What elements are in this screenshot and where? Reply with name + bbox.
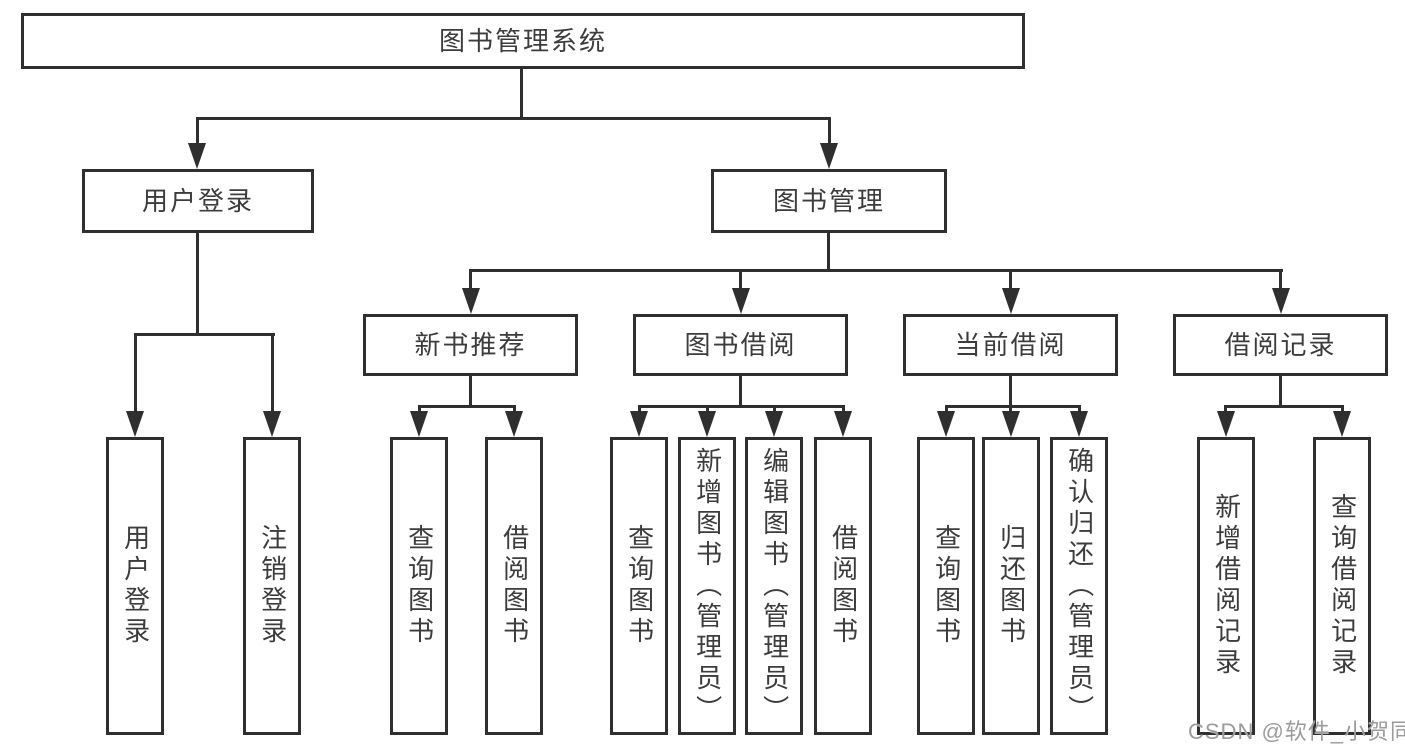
connector-line [1009,269,1012,291]
node-book-management: 图书管理 [711,169,947,233]
arrow-down-icon [732,288,750,314]
node-leaf-br-add-record: 新增借阅记录 [1197,437,1255,735]
node-user-login-label: 用户登录 [141,186,254,216]
connector-line [739,269,742,291]
connector-line [638,405,845,408]
connector-line [1224,405,1344,408]
connector-line [196,233,199,335]
node-leaf-bb-query-books: 查询图书 [610,437,668,735]
connector-line [828,117,831,145]
arrow-down-icon [698,411,716,437]
arrow-down-icon [263,411,281,437]
node-book-management-label: 图书管理 [772,186,885,216]
connector-line [842,405,845,414]
connector-line [520,69,523,118]
node-current-borrow: 当前借阅 [903,314,1118,376]
node-book-borrow-label: 图书借阅 [684,330,797,360]
arrow-down-icon [126,411,144,437]
leaf-label: 注销登录 [257,524,288,648]
node-leaf-bb-borrow-books: 借阅图书 [814,437,872,735]
arrow-down-icon [820,143,838,169]
node-leaf-logout: 注销登录 [243,437,301,735]
leaf-label: 编辑图书（管理员） [759,446,790,726]
connector-line [470,269,1283,272]
node-borrow-records: 借阅记录 [1173,314,1388,376]
arrow-down-icon [1272,288,1290,314]
node-leaf-bb-edit-books-admin: 编辑图书（管理员） [745,437,803,735]
connector-line [638,405,641,414]
connector-line [1341,405,1344,414]
connector-line [1279,376,1282,408]
arrow-down-icon [630,411,648,437]
node-book-borrow: 图书借阅 [633,314,848,376]
connector-line [418,405,516,408]
node-new-book-recommend: 新书推荐 [363,314,578,376]
connector-line [706,405,709,414]
node-new-book-recommend-label: 新书推荐 [414,330,527,360]
leaf-label: 借阅图书 [828,524,859,648]
connector-line [418,405,421,414]
arrow-down-icon [188,143,206,169]
node-user-login: 用户登录 [82,169,314,233]
node-current-borrow-label: 当前借阅 [954,330,1067,360]
connector-line [945,405,948,414]
connector-line [1078,405,1081,414]
leaf-label: 新增借阅记录 [1211,493,1242,679]
connector-line [1279,269,1282,291]
leaf-label: 归还图书 [996,524,1027,648]
node-leaf-cb-confirm-return-admin: 确认归还（管理员） [1050,437,1108,735]
arrow-down-icon [410,411,428,437]
arrow-down-icon [937,411,955,437]
node-leaf-user-login: 用户登录 [106,437,164,735]
connector-line [196,117,199,145]
node-leaf-cb-query-books: 查询图书 [917,437,975,735]
connector-line [196,117,831,120]
node-root: 图书管理系统 [21,13,1025,69]
arrow-down-icon [462,288,480,314]
arrow-down-icon [1217,411,1235,437]
node-leaf-br-query-record: 查询借阅记录 [1313,437,1371,735]
watermark: CSDN @软件_小贺同学 [1188,719,1405,744]
leaf-label: 查询图书 [404,524,435,648]
node-leaf-nb-borrow-books: 借阅图书 [485,437,543,735]
arrow-down-icon [1333,411,1351,437]
node-leaf-nb-query-books: 查询图书 [390,437,448,735]
arrow-down-icon [1002,288,1020,314]
arrow-down-icon [834,411,852,437]
leaf-label: 用户登录 [120,524,151,648]
arrow-down-icon [765,411,783,437]
connector-line [134,333,137,415]
leaf-label: 新增图书（管理员） [692,446,723,726]
connector-line [134,333,275,336]
connector-line [827,233,830,272]
connector-line [773,405,776,414]
connector-line [1009,376,1012,408]
connector-line [469,269,472,291]
arrow-down-icon [505,411,523,437]
connector-line [739,376,742,408]
leaf-label: 查询图书 [624,524,655,648]
node-borrow-records-label: 借阅记录 [1224,330,1337,360]
connector-line [1009,405,1012,414]
connector-line [513,405,516,414]
node-leaf-cb-return-books: 归还图书 [982,437,1040,735]
arrow-down-icon [1070,411,1088,437]
leaf-label: 确认归还（管理员） [1064,446,1095,726]
leaf-label: 查询图书 [931,524,962,648]
connector-line [945,405,1081,408]
node-root-label: 图书管理系统 [438,26,607,56]
arrow-down-icon [1002,411,1020,437]
leaf-label: 查询借阅记录 [1327,493,1358,679]
connector-line [1224,405,1227,414]
connector-line [271,333,274,415]
node-leaf-bb-add-books-admin: 新增图书（管理员） [678,437,736,735]
connector-line [469,376,472,408]
leaf-label: 借阅图书 [499,524,530,648]
